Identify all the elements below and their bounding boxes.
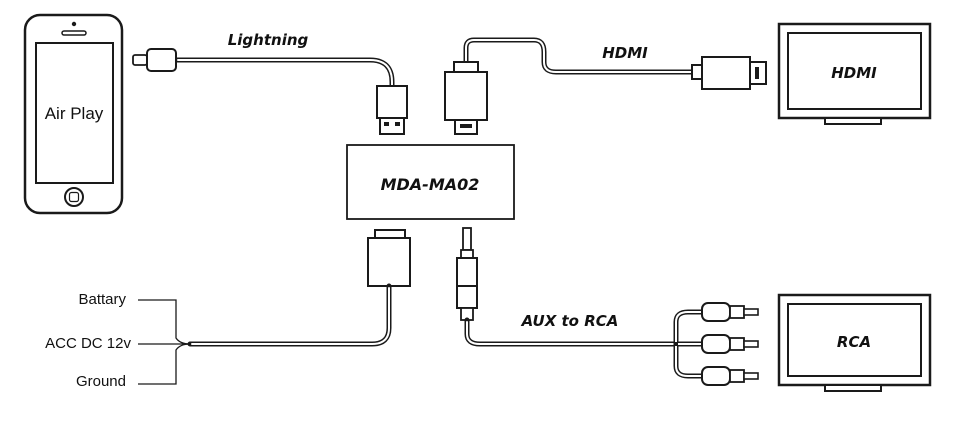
hdmi-plug-tv-body [701, 56, 751, 90]
phone-label: Air Play [45, 104, 104, 123]
rca-tv-stand [824, 384, 882, 392]
lightning-label: Lightning [228, 31, 309, 49]
rca-tv: RCA [777, 293, 932, 392]
aux-rca-label: AUX to RCA [521, 312, 619, 330]
usb-plug-body [376, 85, 408, 119]
device-model-label: MDA-MA02 [381, 175, 480, 194]
mda-device: MDA-MA02 [346, 144, 515, 220]
smartphone: Air Play [23, 13, 124, 215]
acc-label: ACC DC 12v [45, 335, 131, 352]
lightning-plug-body [146, 48, 177, 72]
lightning-plug-tip [132, 54, 148, 66]
power-cable: Battary ACC DC 12v Ground [45, 229, 411, 390]
aux-jack-body [456, 257, 478, 309]
phone-speaker-icon [61, 30, 87, 36]
hdmi-cable: HDMI [444, 37, 767, 135]
hdmi-tv-stand [824, 117, 882, 125]
rca-plug-middle [701, 334, 759, 354]
rca-plug-top [701, 302, 759, 322]
hdmi-tv-label: HDMI [831, 64, 877, 82]
rca-tv-label: RCA [837, 333, 871, 351]
battery-label: Battary [78, 291, 126, 308]
lightning-cable: Lightning [132, 31, 408, 135]
usb-plug-tip [379, 117, 405, 135]
phone-home-square-icon [68, 191, 80, 203]
power-plug-body [367, 237, 411, 287]
aux-jack-tip [462, 227, 472, 251]
aux-rca-cable: AUX to RCA [456, 227, 759, 386]
hdmi-tv: HDMI [777, 22, 932, 125]
hdmi-plug-device-body [444, 71, 488, 121]
ground-label: Ground [76, 373, 126, 390]
rca-plug-bottom [701, 366, 759, 386]
phone-camera-icon [71, 21, 77, 27]
hdmi-cable-label: HDMI [602, 44, 648, 62]
